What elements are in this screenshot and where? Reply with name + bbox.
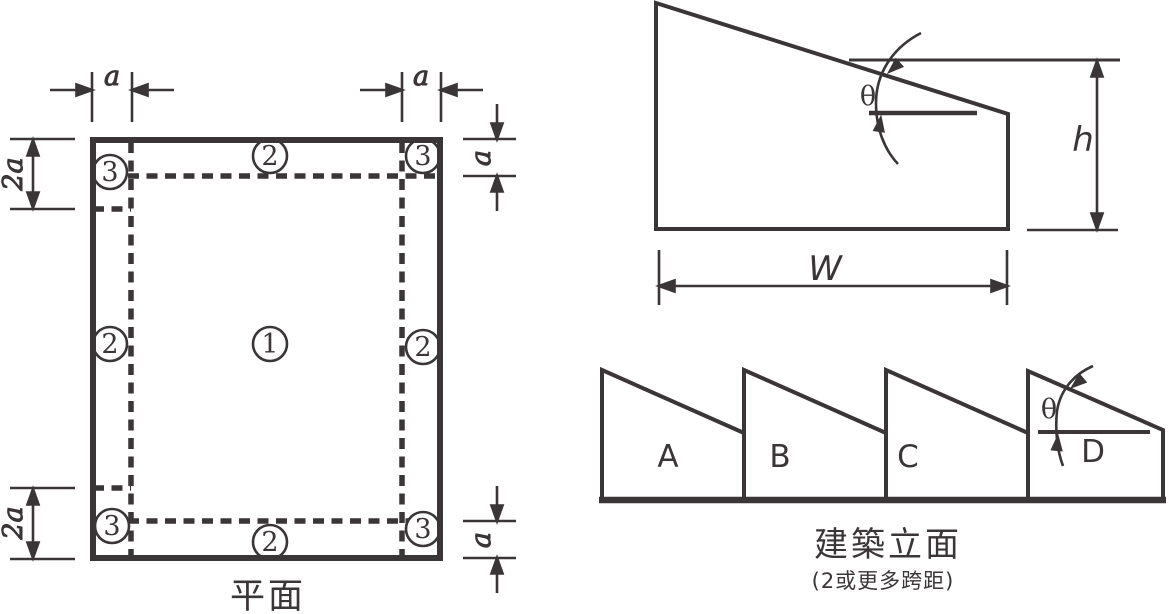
dim-a-top-right <box>360 72 483 122</box>
dim-a-right-top <box>463 104 516 211</box>
zone-number: 3 <box>414 514 431 545</box>
dim-arrowhead <box>26 541 40 560</box>
dim-label-a: a <box>466 150 497 166</box>
zone-number: 2 <box>414 332 431 363</box>
theta-label: θ <box>860 81 876 112</box>
dim-h <box>1027 59 1118 232</box>
dim-arrowhead <box>990 279 1009 293</box>
dim-label-a: a <box>466 532 497 548</box>
dim-arrowhead <box>490 174 504 193</box>
plan-zone-numbers: 3 2 3 2 1 2 3 2 3 <box>101 141 431 558</box>
dim-a-right-bottom <box>463 486 516 593</box>
dim-arrowhead <box>490 122 504 141</box>
zone-number: 2 <box>261 527 278 558</box>
dim-label-2a: 2a <box>0 506 29 540</box>
zone-number: 3 <box>101 157 118 188</box>
plan-zone-dashed-lines <box>93 142 440 557</box>
dim-2a-left-top <box>10 137 75 211</box>
zone-number: 3 <box>103 511 120 542</box>
dim-arrowhead <box>657 279 676 293</box>
angle-arrowhead <box>872 114 887 133</box>
plan-view: 3 2 3 2 1 2 3 2 3 a <box>0 61 516 614</box>
dim-a-top-left <box>50 72 174 122</box>
angle-arrowhead <box>1050 434 1064 452</box>
height-label: h <box>1072 120 1094 160</box>
section-profile <box>654 0 1010 231</box>
width-label: W <box>808 249 843 289</box>
dim-arrowhead <box>1090 212 1104 231</box>
dim-label-a: a <box>104 61 120 92</box>
dim-arrowhead <box>385 83 404 97</box>
zone-number: 2 <box>101 329 118 360</box>
elevation-title: 建築立面 <box>814 525 962 565</box>
sawtooth-profile <box>600 366 1165 499</box>
span-labels: A B C D <box>657 434 1105 475</box>
zone-circle-interior <box>251 325 289 363</box>
span-a-shape <box>600 366 745 499</box>
plan-title: 平面 <box>230 577 306 614</box>
elevation-subtitle: (2或更多跨距) <box>812 569 955 593</box>
dim-arrowhead <box>26 191 40 210</box>
dim-arrowhead <box>130 83 149 97</box>
span-label-c: C <box>897 439 919 475</box>
dim-arrowhead <box>26 138 40 157</box>
span-label-a: A <box>657 439 678 475</box>
dim-arrowhead <box>75 83 94 97</box>
plan-outline <box>90 137 443 561</box>
dim-arrowhead <box>1090 59 1104 78</box>
span-c-shape <box>884 366 1029 499</box>
theta-label-d: θ <box>1041 394 1057 425</box>
zone-number: 1 <box>261 329 278 360</box>
dim-2a-left-bottom <box>10 486 75 561</box>
elevation-view: θ A B C D 建築立面 (2或更多跨距) <box>599 364 1166 593</box>
dim-arrowhead <box>490 556 504 575</box>
dim-w <box>657 250 1009 305</box>
dim-arrowhead <box>26 487 40 506</box>
span-b-shape <box>742 366 887 499</box>
dim-arrowhead <box>439 83 458 97</box>
dim-label-2a: 2a <box>0 157 29 191</box>
dim-label-a: a <box>413 61 429 92</box>
plan-zone-markers <box>91 137 442 561</box>
span-d-shape <box>1026 367 1165 499</box>
span-label-d: D <box>1081 434 1105 470</box>
section-view: θ h W <box>654 0 1120 305</box>
zone-number: 2 <box>261 141 278 172</box>
dim-arrowhead <box>490 504 504 523</box>
zone-number: 3 <box>414 141 431 172</box>
span-label-b: B <box>769 439 790 475</box>
theta-angle-arc <box>874 31 922 165</box>
